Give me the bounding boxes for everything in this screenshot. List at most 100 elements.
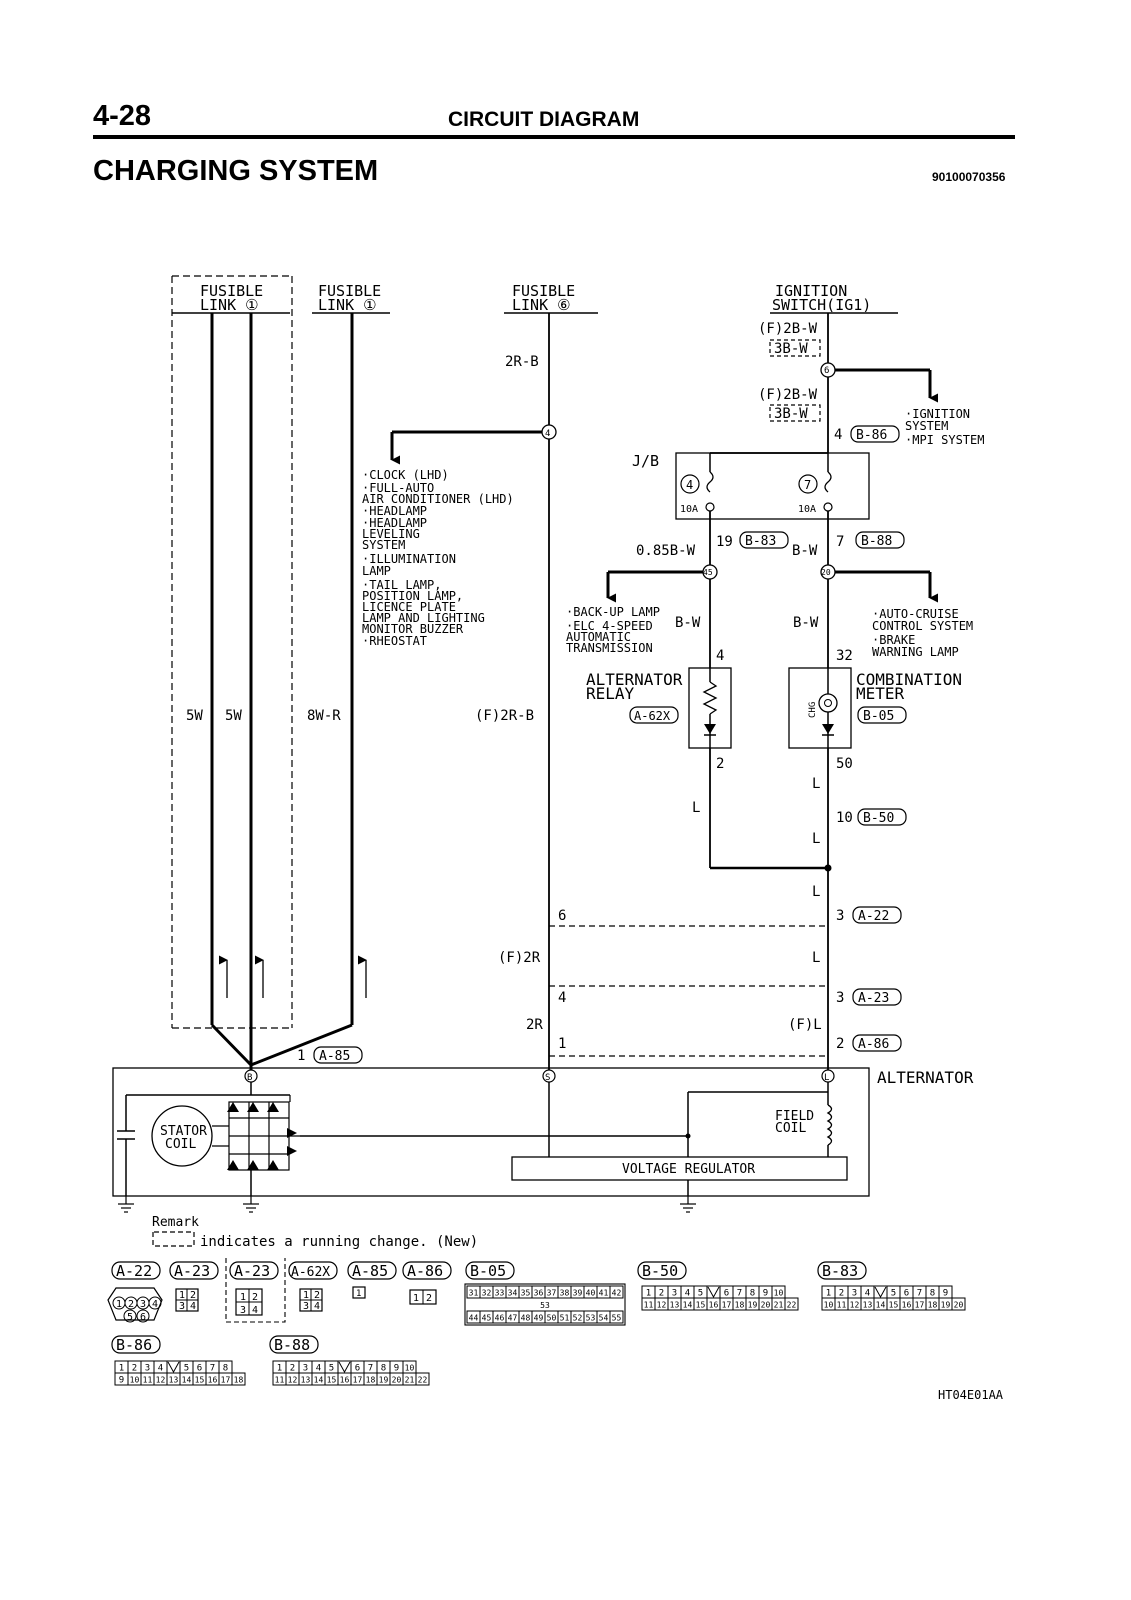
svg-text:1: 1 bbox=[303, 1290, 309, 1301]
b05-bot-pin: 51 bbox=[560, 1314, 570, 1323]
combination-meter bbox=[788, 667, 852, 749]
b50-top-pin: 7 bbox=[737, 1289, 742, 1299]
b50-bot-pin: 21 bbox=[774, 1301, 784, 1310]
loads-left-13: MONITOR BUZZER bbox=[362, 622, 464, 636]
loads-left-7: ·ILLUMINATION bbox=[362, 552, 456, 566]
wire-3bw-b: 3B-W bbox=[774, 406, 808, 422]
b50-top-pin: 6 bbox=[724, 1289, 729, 1299]
b83-top-pin: 2 bbox=[839, 1289, 844, 1299]
badge-b50-text: B-50 bbox=[863, 811, 894, 826]
conn-a62x-label: A-62X bbox=[291, 1265, 330, 1280]
b50-bot-pin: 17 bbox=[722, 1301, 732, 1310]
b05-top-pin: 32 bbox=[482, 1289, 492, 1298]
pin-4-b86: 4 bbox=[834, 427, 842, 443]
b88-top-pin: 8 bbox=[381, 1364, 386, 1374]
field-coil-line1: FIELD bbox=[775, 1109, 814, 1124]
b86-bot-pin: 12 bbox=[156, 1376, 166, 1385]
badge-a22 bbox=[852, 906, 902, 924]
wire-2r: 2R bbox=[526, 1017, 543, 1033]
svg-text:2: 2 bbox=[426, 1293, 432, 1304]
loads-left-0: ·CLOCK (LHD) bbox=[362, 468, 449, 482]
b50-bot-cell bbox=[784, 1297, 799, 1311]
fusible-link-1a-line1: FUSIBLE bbox=[200, 282, 263, 300]
svg-text:1: 1 bbox=[116, 1299, 122, 1310]
loads-cruise-0: ·AUTO-CRUISE bbox=[872, 607, 959, 621]
b05-bot-pin: 53 bbox=[586, 1314, 596, 1323]
meter-label-line2: METER bbox=[856, 684, 905, 703]
terminal-l: L bbox=[824, 1073, 829, 1083]
loads-ignition-1: SYSTEM bbox=[905, 419, 948, 433]
b05-bot-pin: 49 bbox=[534, 1314, 544, 1323]
b50-bot-pin: 19 bbox=[748, 1301, 758, 1310]
connector-separators bbox=[549, 925, 828, 1057]
svg-text:2: 2 bbox=[190, 1290, 196, 1301]
b86-bot-pin: 14 bbox=[182, 1376, 192, 1385]
alternator-unit bbox=[112, 1067, 870, 1213]
b83-bot-pin: 18 bbox=[928, 1301, 938, 1310]
connector-labels-row2: B-86 B-88 bbox=[111, 1335, 319, 1354]
wire-f2rb: (F)2R-B bbox=[475, 708, 534, 724]
b86-bot-pin: 18 bbox=[234, 1376, 244, 1385]
wire-l-5: L bbox=[812, 950, 820, 966]
pin-10: 10 bbox=[836, 810, 853, 826]
conn-a23-label: A-23 bbox=[174, 1262, 210, 1280]
b86-bot-pin: 13 bbox=[169, 1376, 179, 1385]
loads-left-3: ·HEADLAMP bbox=[362, 504, 427, 518]
remark-title: Remark bbox=[152, 1215, 199, 1230]
badge-b86 bbox=[850, 425, 900, 443]
voltage-regulator-label: VOLTAGE REGULATOR bbox=[622, 1162, 755, 1177]
b50-top-pin: 2 bbox=[659, 1289, 664, 1299]
b83-top-pin: 9 bbox=[943, 1289, 948, 1299]
b05-mid-pin: 53 bbox=[540, 1301, 550, 1310]
doc-code: 90100070356 bbox=[932, 170, 1006, 184]
b88-top-pin: 1 bbox=[277, 1364, 282, 1374]
pin-3-a22: 3 bbox=[836, 908, 844, 924]
b05-top-pin: 31 bbox=[469, 1289, 479, 1298]
svg-text:4: 4 bbox=[152, 1299, 158, 1310]
b50-top-pin: 10 bbox=[774, 1289, 784, 1298]
b50-bot-pin: 15 bbox=[696, 1301, 706, 1310]
b83-top-pin: 3 bbox=[852, 1289, 857, 1299]
b05-bot-pin: 47 bbox=[508, 1314, 518, 1323]
fusible-link-1b-line2: LINK ① bbox=[318, 296, 377, 314]
junction-block bbox=[675, 452, 870, 520]
loads-left-12: LAMP AND LIGHTING bbox=[362, 611, 485, 625]
fusible-link-1a-label: FUSIBLE LINK ① bbox=[200, 282, 263, 314]
conn-a22-face: 1 2 3 4 5 6 bbox=[107, 1287, 163, 1323]
pin-7: 7 bbox=[836, 534, 844, 550]
loads-left-2: AIR CONDITIONER (LHD) bbox=[362, 492, 514, 506]
conn-a23-new-label: A-23 bbox=[234, 1262, 270, 1280]
page-number: 4-28 bbox=[93, 100, 152, 132]
b88-top-pin: 5 bbox=[329, 1364, 334, 1374]
wire-l-1: L bbox=[692, 800, 700, 816]
fusible-link-6-label: FUSIBLE LINK ⑥ bbox=[512, 282, 575, 314]
junction-4: 4 bbox=[545, 429, 550, 439]
page-title: CHARGING SYSTEM bbox=[93, 155, 379, 187]
ignition-switch-label: IGNITION SWITCH(IG1) bbox=[772, 282, 871, 314]
b05-top-pin: 36 bbox=[534, 1289, 544, 1298]
loads-backup-2: AUTOMATIC bbox=[566, 630, 631, 644]
b88-bot-pin: 21 bbox=[405, 1376, 415, 1385]
b50-top-pin: 4 bbox=[685, 1289, 690, 1299]
b86-top-pin: 2 bbox=[132, 1364, 137, 1374]
b86-bot-pin: 10 bbox=[130, 1376, 140, 1385]
pin-4-relay: 4 bbox=[716, 648, 724, 664]
terminal-s: S bbox=[545, 1073, 550, 1083]
connector-labels-row1: A-22 A-23 A-23 A-62X A-85 A-86 B-05 B-50… bbox=[111, 1261, 867, 1280]
b88-top-pin: 7 bbox=[368, 1364, 373, 1374]
svg-text:4: 4 bbox=[190, 1301, 196, 1312]
badge-a23 bbox=[852, 988, 902, 1006]
b83-bot-pin: 19 bbox=[941, 1301, 951, 1310]
wire-f2r: (F)2R bbox=[498, 950, 541, 966]
b86-top-pin: 8 bbox=[223, 1364, 228, 1374]
badge-a85-text: A-85 bbox=[319, 1049, 350, 1064]
b88-bot-pin: 17 bbox=[353, 1376, 363, 1385]
b05-top-pin: 40 bbox=[586, 1289, 596, 1298]
b05-top-pin: 38 bbox=[560, 1289, 570, 1298]
pin-3-a23: 3 bbox=[836, 990, 844, 1006]
wire-bw-2: B-W bbox=[675, 615, 701, 631]
b05-top-pin: 39 bbox=[573, 1289, 583, 1298]
battery-wires bbox=[210, 313, 367, 1073]
